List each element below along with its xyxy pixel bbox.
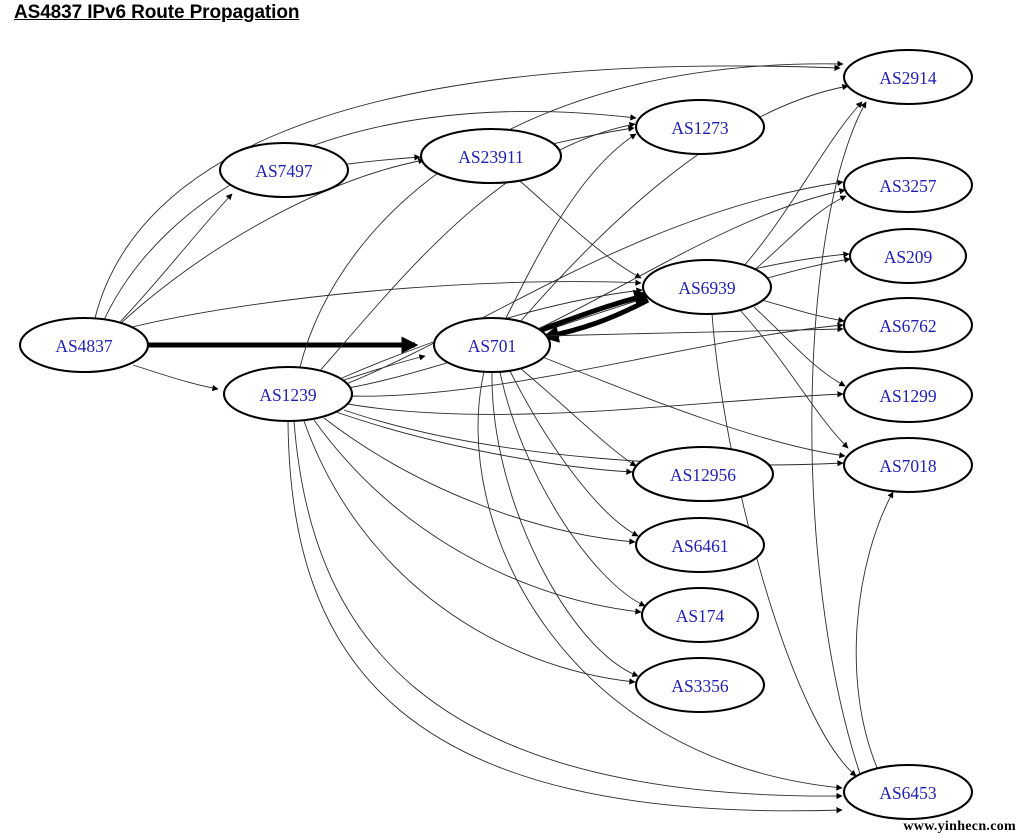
edge-AS4837-to-AS2914 bbox=[94, 64, 841, 319]
node-AS209[interactable]: AS209 bbox=[848, 227, 968, 285]
node-AS3356[interactable]: AS3356 bbox=[634, 656, 766, 714]
edge-AS6939-to-AS2914 bbox=[741, 101, 863, 269]
node-shape-AS701[interactable] bbox=[432, 316, 552, 374]
node-shape-AS6762[interactable] bbox=[842, 296, 974, 354]
edge-AS6939-to-AS6762 bbox=[761, 299, 845, 324]
node-AS4837[interactable]: AS4837 bbox=[18, 316, 150, 374]
node-shape-AS1299[interactable] bbox=[842, 366, 974, 424]
edge-AS4837-to-AS7497 bbox=[119, 193, 233, 323]
edge-AS6939-to-AS1299 bbox=[753, 306, 846, 387]
edge-AS1239-to-AS174 bbox=[313, 419, 642, 615]
node-AS174[interactable]: AS174 bbox=[640, 586, 760, 644]
node-shape-AS3356[interactable] bbox=[634, 656, 766, 714]
edge-AS1239-to-AS6461 bbox=[323, 417, 636, 545]
node-shape-AS209[interactable] bbox=[848, 227, 968, 285]
node-shape-AS1273[interactable] bbox=[634, 98, 766, 156]
edge-AS4837-to-AS6939 bbox=[127, 279, 642, 329]
edge-AS1239-to-AS209 bbox=[347, 251, 850, 389]
edge-AS1239-to-AS2914 bbox=[299, 60, 844, 368]
node-AS6762[interactable]: AS6762 bbox=[842, 296, 974, 354]
edge-AS1239-to-AS3257 bbox=[345, 179, 844, 385]
edge-AS1239-to-AS6453 bbox=[293, 420, 843, 800]
node-AS3257[interactable]: AS3257 bbox=[842, 156, 974, 214]
edge-AS6939-to-AS209 bbox=[763, 256, 851, 280]
node-shape-AS12956[interactable] bbox=[631, 445, 775, 503]
node-AS1239[interactable]: AS1239 bbox=[222, 365, 354, 423]
node-AS6453[interactable]: AS6453 bbox=[842, 763, 974, 821]
node-shape-AS23911[interactable] bbox=[419, 127, 563, 185]
node-shape-AS4837[interactable] bbox=[18, 316, 150, 374]
edge-AS701-to-AS6461 bbox=[509, 370, 639, 537]
edge-AS1239-to-AS6453 bbox=[287, 420, 843, 814]
node-AS7497[interactable]: AS7497 bbox=[218, 141, 350, 199]
node-AS701[interactable]: AS701 bbox=[432, 316, 552, 374]
edge-AS1239-to-AS1273 bbox=[317, 121, 636, 374]
node-shape-AS174[interactable] bbox=[640, 586, 760, 644]
edge-AS6939-to-AS3257 bbox=[751, 195, 847, 273]
node-shape-AS1239[interactable] bbox=[222, 365, 354, 423]
edge-AS1239-to-AS3356 bbox=[303, 420, 636, 685]
edge-AS6453-to-AS7018 bbox=[855, 491, 894, 771]
edge-AS7497-to-AS23911 bbox=[347, 154, 421, 165]
node-AS2914[interactable]: AS2914 bbox=[842, 48, 974, 106]
node-shape-AS2914[interactable] bbox=[842, 48, 974, 106]
edge-AS701-to-AS6762 bbox=[543, 325, 844, 337]
edge-AS1239-to-AS12956 bbox=[335, 411, 633, 475]
edge-AS6939-to-AS7018 bbox=[739, 309, 849, 449]
edge-AS6939-to-AS701 bbox=[541, 297, 650, 343]
edge-AS4837-to-AS1239 bbox=[132, 364, 219, 392]
node-AS7018[interactable]: AS7018 bbox=[842, 436, 974, 494]
edge-AS701-to-AS6453 bbox=[477, 371, 843, 791]
node-shape-AS7018[interactable] bbox=[842, 436, 974, 494]
edge-AS23911-to-AS6939 bbox=[519, 180, 642, 279]
node-shape-AS7497[interactable] bbox=[218, 141, 350, 199]
edge-AS1239-to-AS7018 bbox=[343, 409, 844, 467]
edge-AS701-to-AS1273 bbox=[505, 133, 637, 319]
edge-AS1239-to-AS1299 bbox=[347, 391, 844, 415]
edge-AS701-to-AS7018 bbox=[539, 355, 846, 459]
node-shape-AS6453[interactable] bbox=[842, 763, 974, 821]
node-AS1273[interactable]: AS1273 bbox=[634, 98, 766, 156]
edge-AS6939-to-AS6453 bbox=[711, 313, 857, 777]
edge-AS701-to-AS12956 bbox=[519, 367, 637, 467]
edge-AS23911-to-AS1273 bbox=[551, 125, 635, 145]
node-AS12956[interactable]: AS12956 bbox=[631, 445, 775, 503]
edge-AS701-to-AS174 bbox=[499, 371, 646, 607]
node-shape-AS6461[interactable] bbox=[634, 516, 766, 574]
edge-AS701-to-AS3356 bbox=[491, 371, 639, 677]
node-AS23911[interactable]: AS23911 bbox=[419, 127, 563, 185]
node-AS6461[interactable]: AS6461 bbox=[634, 516, 766, 574]
edge-AS4837-to-AS23911 bbox=[119, 157, 425, 325]
edge-AS701-to-AS3257 bbox=[535, 188, 846, 331]
watermark: www.yinhecn.com bbox=[903, 819, 1016, 834]
node-shape-AS6939[interactable] bbox=[641, 258, 773, 316]
edge-AS1239-to-AS6762 bbox=[349, 322, 844, 397]
node-shape-AS3257[interactable] bbox=[842, 156, 974, 214]
edge-AS701-to-AS6939 bbox=[539, 289, 652, 333]
page-title: AS4837 IPv6 Route Propagation bbox=[14, 2, 300, 23]
node-AS1299[interactable]: AS1299 bbox=[842, 366, 974, 424]
node-AS6939[interactable]: AS6939 bbox=[641, 258, 773, 316]
edge-AS1239-to-AS701 bbox=[343, 354, 426, 381]
edge-AS6453-to-AS2914 bbox=[811, 101, 867, 775]
edge-AS701-to-AS2914 bbox=[519, 83, 849, 323]
